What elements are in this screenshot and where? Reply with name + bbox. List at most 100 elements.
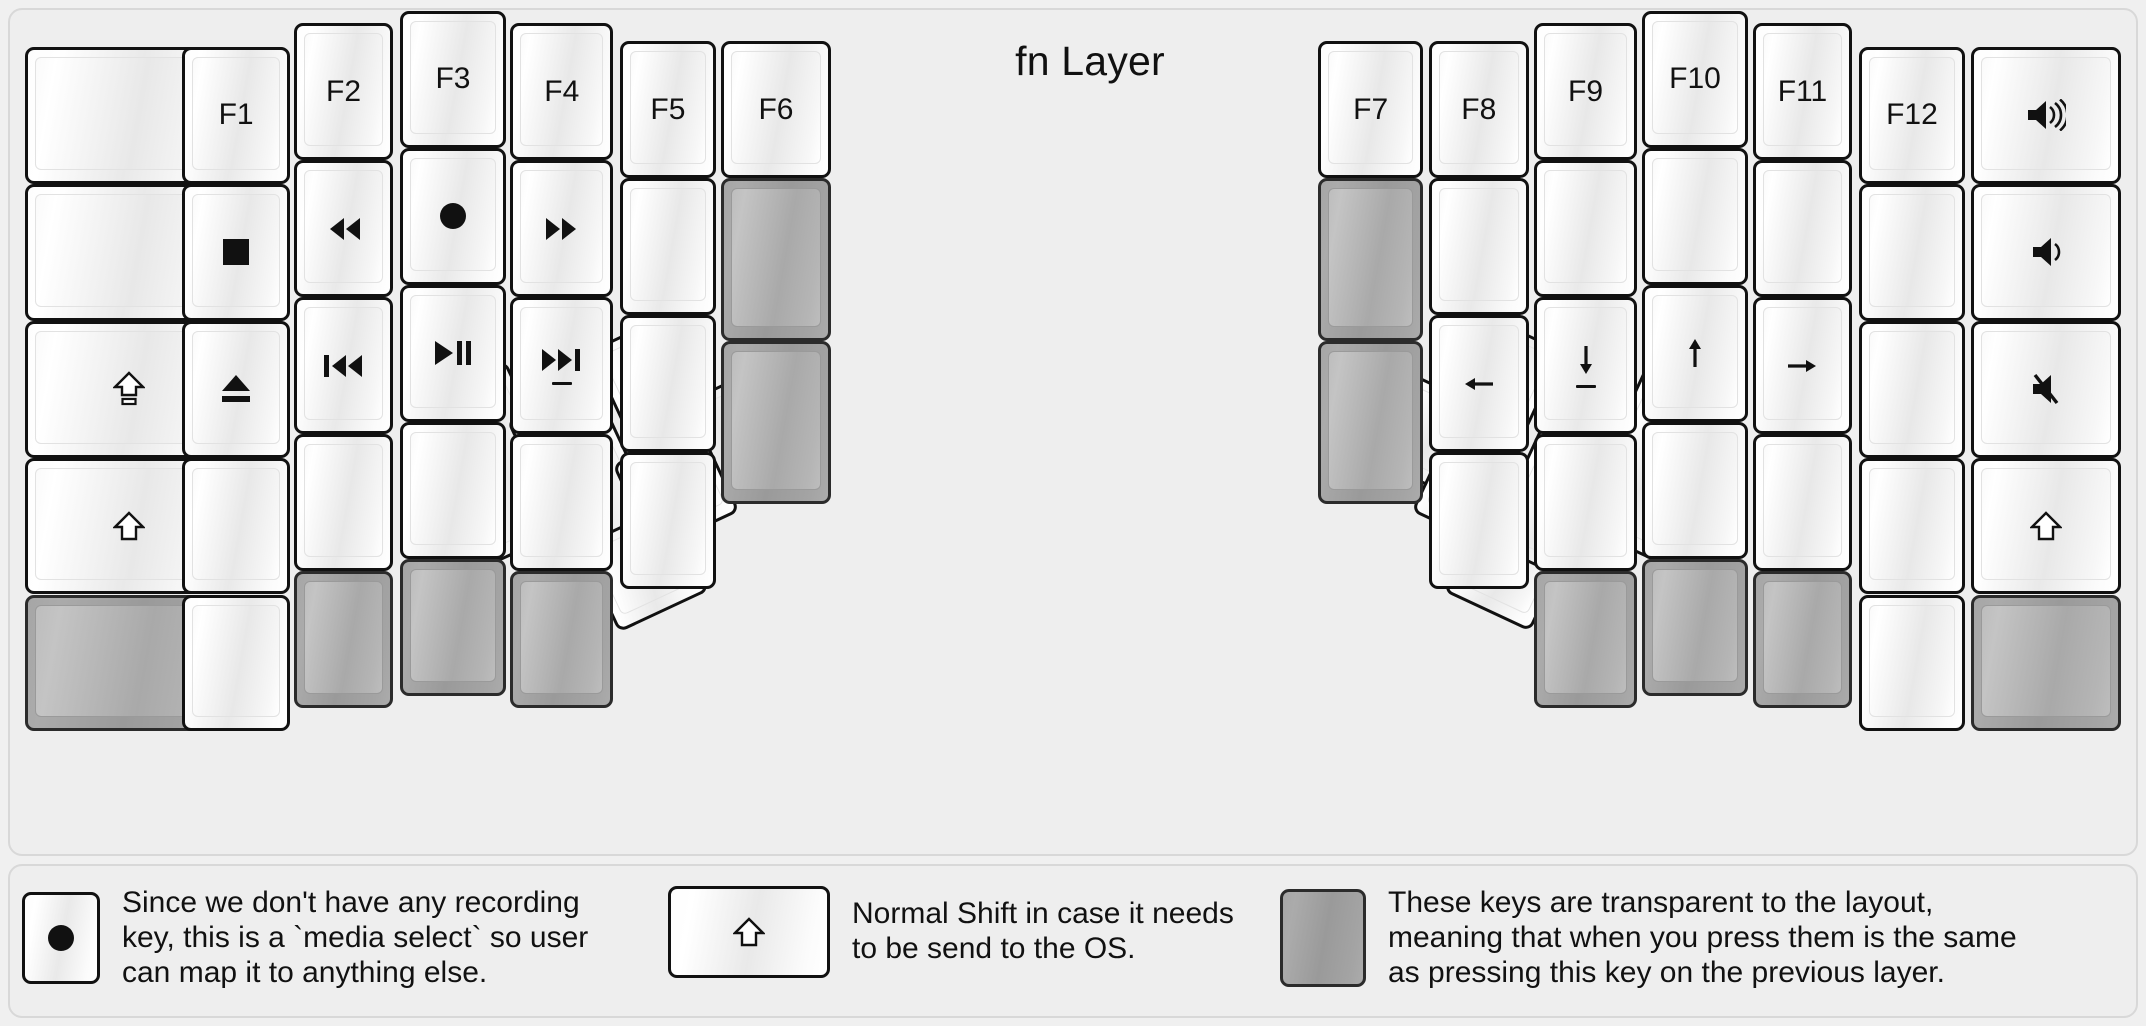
- key-left-inner-most-r2[interactable]: [721, 341, 831, 505]
- key-left-middle-r4[interactable]: [399, 558, 507, 696]
- legend-item-1: Since we don't have any recording key, t…: [22, 886, 588, 990]
- keycap-surface: [731, 351, 821, 491]
- key-right-pinky-outer-r4[interactable]: [1970, 594, 2122, 732]
- key-right-middle-r2[interactable]: [1642, 284, 1748, 422]
- key-left-pinky-r2[interactable]: [182, 320, 291, 458]
- key-right-pinky-outer-r0[interactable]: [1970, 46, 2122, 184]
- keycap-surface: [304, 581, 383, 695]
- keycap-surface: [1868, 604, 1956, 718]
- keycap-surface: [1438, 188, 1519, 302]
- key-left-pinky-r0[interactable]: F1: [182, 46, 291, 184]
- key-right-middle-r3[interactable]: [1642, 421, 1748, 559]
- keycap-surface: [192, 604, 281, 718]
- key-right-ring-r1[interactable]: [1753, 160, 1852, 298]
- arrow-up-icon: [1681, 337, 1709, 369]
- key-left-inner-r2[interactable]: [619, 315, 716, 453]
- key-left-index-r2[interactable]: [510, 297, 614, 435]
- keycap-surface: [1544, 307, 1627, 421]
- key-right-index-r4[interactable]: [1534, 571, 1637, 709]
- key-right-pinky-r4[interactable]: [1858, 594, 1966, 732]
- volume-up-icon: [2026, 99, 2067, 132]
- arrow-left-icon: [1463, 370, 1495, 398]
- key-left-index-r1[interactable]: [510, 160, 614, 298]
- keycap-surface: [629, 325, 706, 439]
- legend-text-2: Normal Shift in case it needs to be send…: [852, 897, 1234, 965]
- keycap-surface: [304, 33, 383, 147]
- key-label: F2: [326, 74, 362, 108]
- key-right-index-r0[interactable]: F9: [1534, 23, 1637, 161]
- key-right-pinky-r0[interactable]: F12: [1858, 46, 1966, 184]
- key-right-middle-r0[interactable]: F10: [1642, 10, 1748, 148]
- key-right-pinky-outer-r2[interactable]: [1970, 320, 2122, 458]
- shift-icon: [112, 510, 145, 542]
- key-right-inner-r1[interactable]: [1428, 178, 1529, 316]
- play-pause-icon: [433, 339, 473, 367]
- key-left-inner-r3[interactable]: [619, 452, 716, 589]
- keycap-surface: [1868, 467, 1956, 581]
- keycap-surface: [409, 294, 497, 408]
- key-left-middle-r3[interactable]: [399, 421, 507, 559]
- key-left-inner-r0[interactable]: F5: [619, 41, 716, 179]
- keycap-surface: [409, 431, 497, 545]
- key-left-index-r4[interactable]: [510, 571, 614, 709]
- keycap-surface: [1327, 188, 1414, 328]
- key-left-ring-r0[interactable]: F2: [294, 23, 393, 161]
- key-right-index-r1[interactable]: [1534, 160, 1637, 298]
- fast-forward-icon: [542, 216, 582, 242]
- keycap-surface: [1438, 325, 1519, 439]
- key-left-inner-most-r0[interactable]: F6: [721, 41, 831, 179]
- keycap-surface: [1652, 431, 1738, 545]
- key-right-inner-r3[interactable]: [1428, 452, 1529, 589]
- caps-lock-icon: [112, 371, 145, 407]
- key-right-inner-most-r1[interactable]: [1317, 178, 1424, 342]
- keycap-surface: [1652, 20, 1738, 134]
- key-left-inner-most-r1[interactable]: [721, 178, 831, 342]
- key-right-ring-r2[interactable]: [1753, 297, 1852, 435]
- keycap-surface: [1652, 568, 1738, 682]
- key-left-inner-r1[interactable]: [619, 178, 716, 316]
- legend-keycap-1: [22, 892, 100, 985]
- key-right-pinky-r2[interactable]: [1858, 320, 1966, 458]
- key-left-pinky-r3[interactable]: [182, 457, 291, 595]
- key-left-pinky-r1[interactable]: [182, 183, 291, 321]
- key-left-index-r3[interactable]: [510, 434, 614, 572]
- legend-keycap-2: [668, 886, 830, 978]
- key-left-middle-r0[interactable]: F3: [399, 10, 507, 148]
- keycap-surface: [1438, 51, 1519, 165]
- key-right-middle-r1[interactable]: [1642, 147, 1748, 285]
- key-right-pinky-outer-r1[interactable]: [1970, 183, 2122, 321]
- key-left-ring-r3[interactable]: [294, 434, 393, 572]
- key-right-index-r3[interactable]: [1534, 434, 1637, 572]
- key-right-inner-r0[interactable]: F8: [1428, 41, 1529, 179]
- legend-keycap-3: [1280, 889, 1366, 988]
- key-right-pinky-r1[interactable]: [1858, 183, 1966, 321]
- key-right-middle-r4[interactable]: [1642, 558, 1748, 696]
- key-left-ring-r4[interactable]: [294, 571, 393, 709]
- keycap-surface: [409, 157, 497, 271]
- key-left-index-r0[interactable]: F4: [510, 23, 614, 161]
- keycap-surface: [1327, 351, 1414, 491]
- legend-text-1: Since we don't have any recording key, t…: [122, 886, 589, 989]
- key-tick: [1575, 384, 1596, 388]
- key-right-inner-r2[interactable]: [1428, 315, 1529, 453]
- key-right-ring-r4[interactable]: [1753, 571, 1852, 709]
- key-tick: [551, 381, 572, 385]
- key-right-inner-most-r2[interactable]: [1317, 341, 1424, 505]
- key-right-pinky-outer-r3[interactable]: [1970, 457, 2122, 595]
- key-right-index-r2[interactable]: [1534, 297, 1637, 435]
- key-right-inner-most-r0[interactable]: F7: [1317, 41, 1424, 179]
- keycap-surface: [1763, 33, 1842, 147]
- key-right-ring-r3[interactable]: [1753, 434, 1852, 572]
- arrow-right-icon: [1786, 352, 1818, 380]
- key-left-middle-r1[interactable]: [399, 147, 507, 285]
- key-left-ring-r2[interactable]: [294, 297, 393, 435]
- key-left-ring-r1[interactable]: [294, 160, 393, 298]
- key-right-ring-r0[interactable]: F11: [1753, 23, 1852, 161]
- key-left-middle-r2[interactable]: [399, 284, 507, 422]
- keycap-surface: [731, 51, 821, 165]
- key-label: F4: [544, 74, 580, 108]
- next-track-icon: [540, 347, 584, 385]
- key-left-pinky-r4[interactable]: [182, 594, 291, 732]
- key-right-pinky-r3[interactable]: [1858, 457, 1966, 595]
- stop-icon: [220, 236, 252, 268]
